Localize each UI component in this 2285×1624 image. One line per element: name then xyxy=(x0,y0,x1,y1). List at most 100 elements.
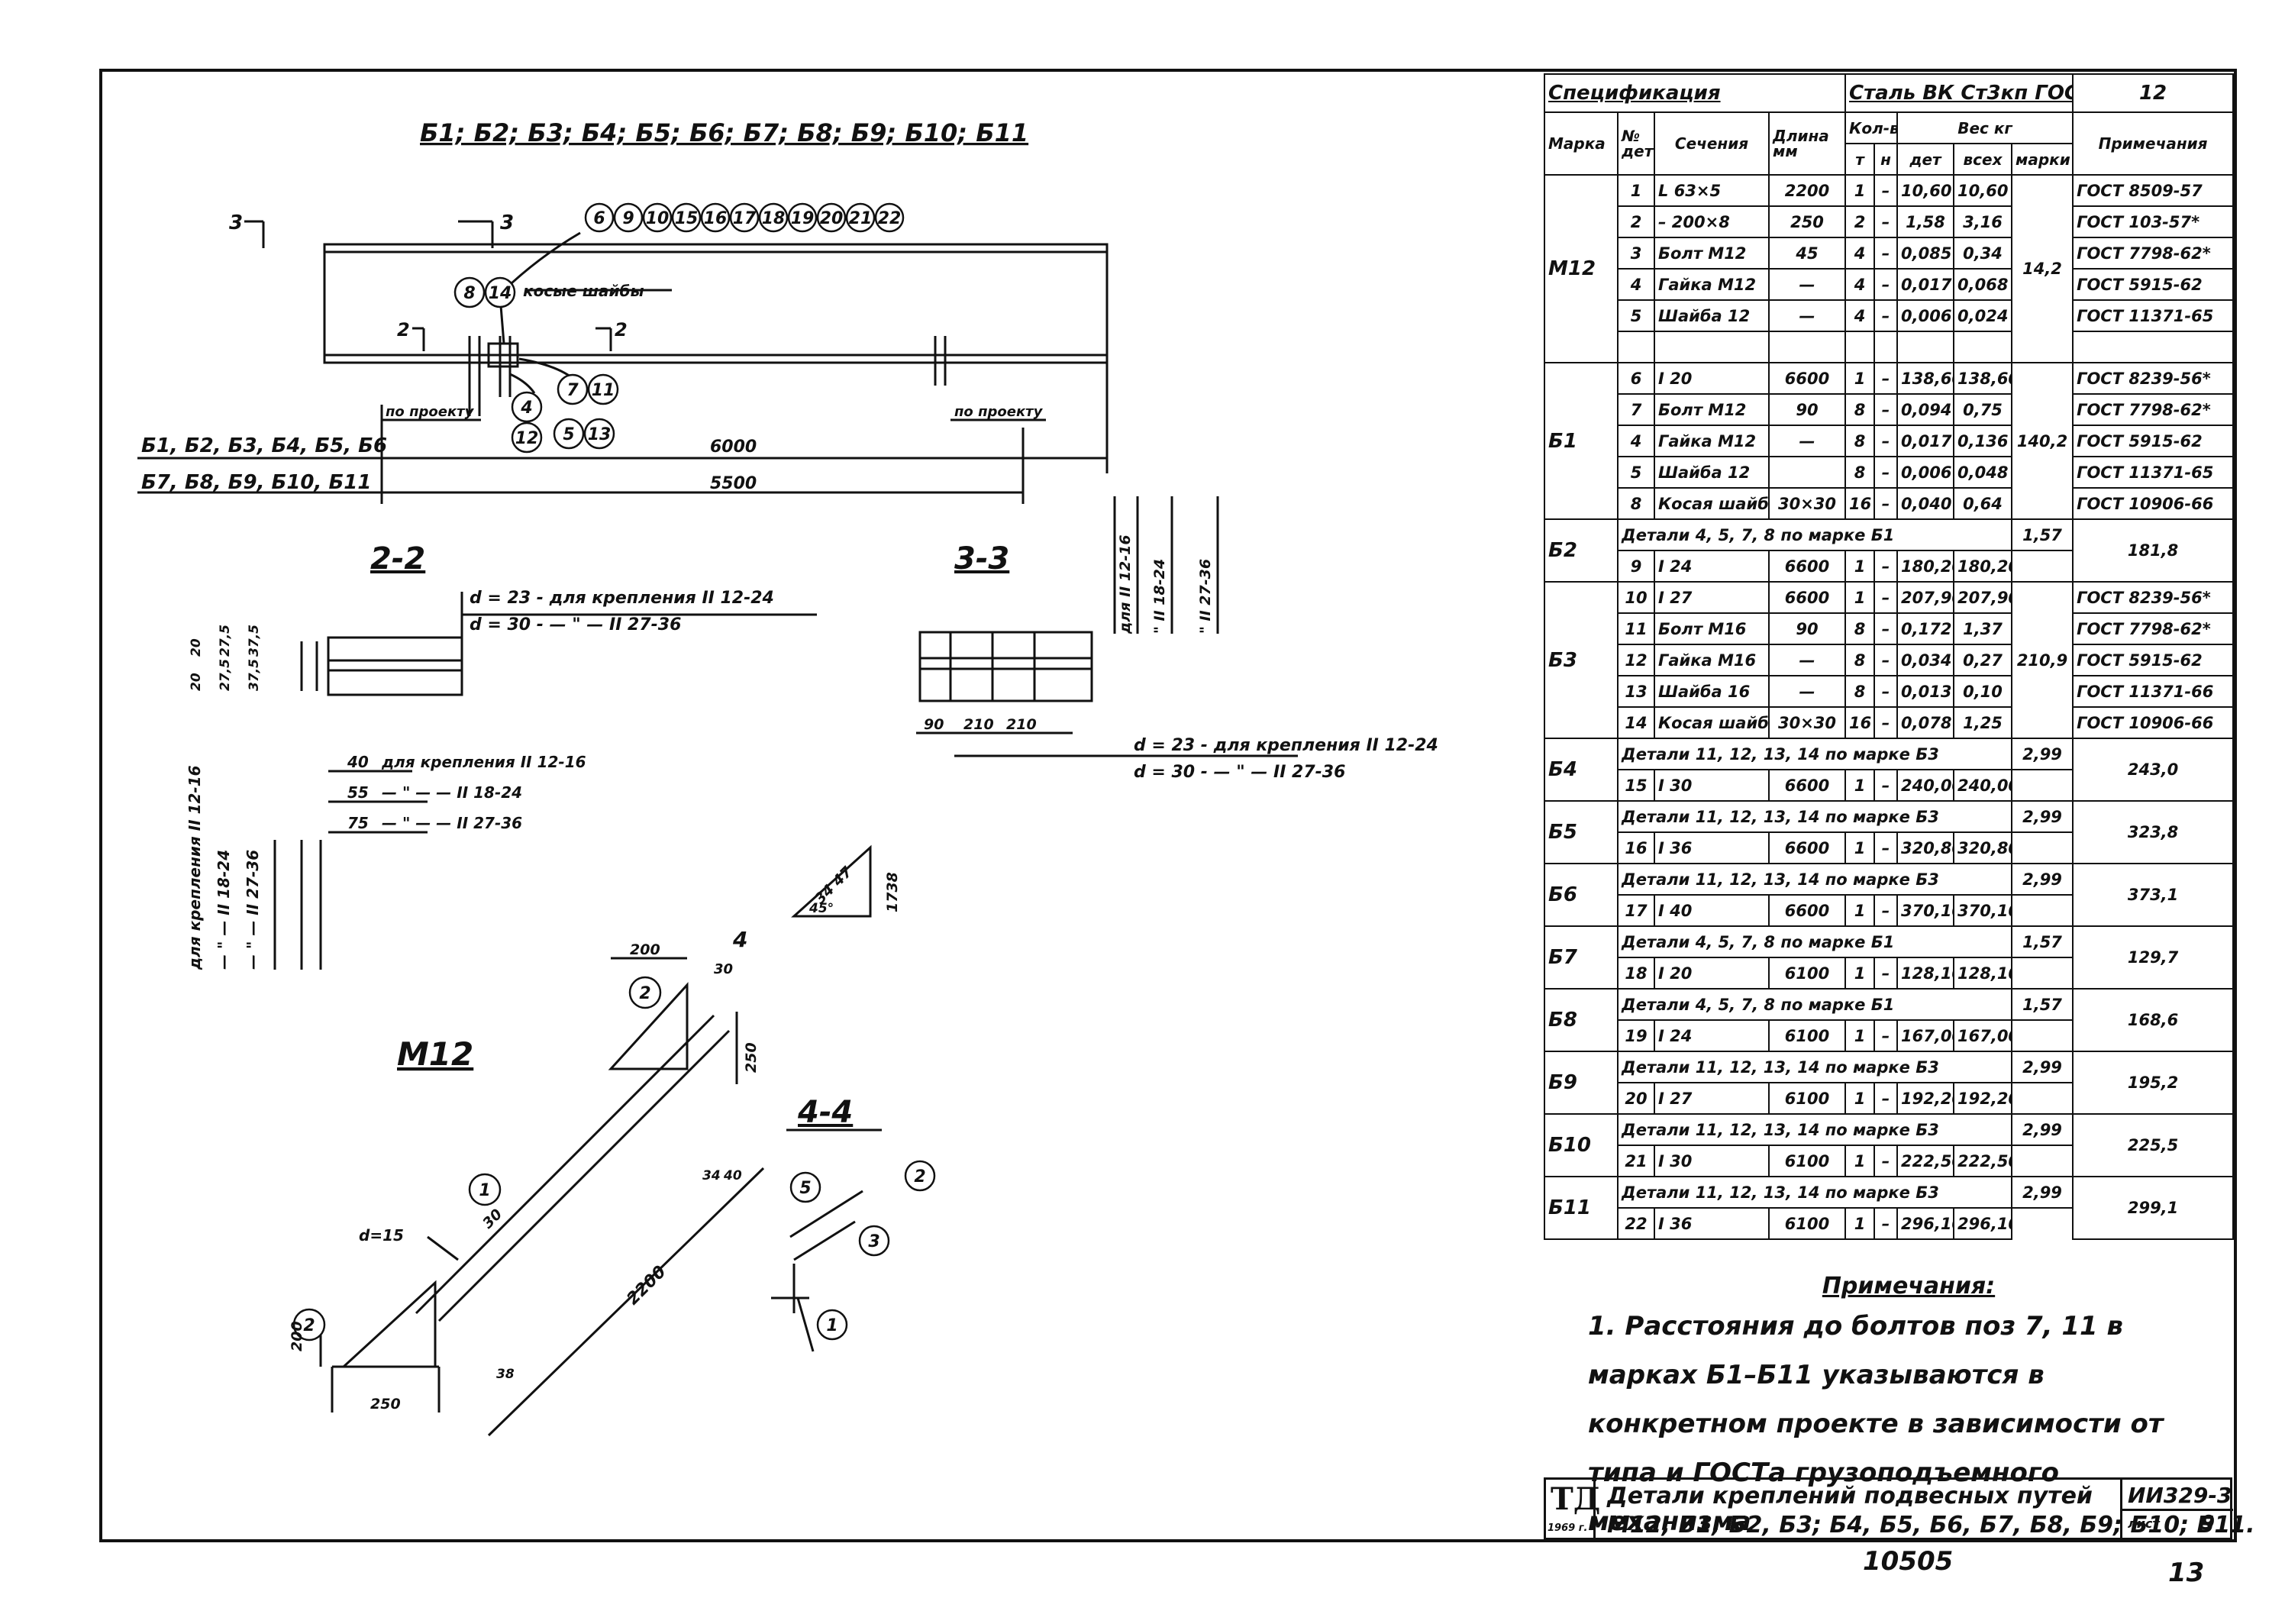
spec-qty-n: – xyxy=(1874,612,1898,645)
s22-vdim-5: 37,5 xyxy=(247,659,262,691)
spec-length xyxy=(1768,331,1846,363)
spec-length: 6600 xyxy=(1768,581,1846,614)
spec-section: L 63×5 xyxy=(1654,174,1770,207)
spec-section: Шайба 12 xyxy=(1654,299,1770,332)
spec-weight-det: 0,006 xyxy=(1896,456,1954,489)
spec-weight-det: 0,013 xyxy=(1896,675,1954,708)
spec-weight-all: 128,10 xyxy=(1953,957,2012,990)
spec-weight-all: 0,068 xyxy=(1953,268,2012,301)
spec-qty-t: 16 xyxy=(1844,706,1875,739)
m12-dim-250b: 250 xyxy=(370,1396,401,1413)
row1-label: Б1, Б2, Б3, Б4, Б5, Б6 xyxy=(141,434,387,457)
spec-weight-det: 167,00 xyxy=(1896,1019,1954,1052)
spec-weight-all: 0,136 xyxy=(1953,425,2012,457)
spec-no: 4 xyxy=(1617,268,1655,301)
spec-length: 6600 xyxy=(1768,550,1846,583)
spec-detail-text: Детали 11, 12, 13, 14 по марке Б3 xyxy=(1617,1176,2012,1209)
s33-dim-210b: 210 xyxy=(1006,716,1037,733)
spec-section: Косая шайба xyxy=(1654,706,1770,739)
spec-mark-weight: 225,5 xyxy=(2072,1113,2235,1177)
s33-vert-2: " II 18-24 xyxy=(1151,559,1168,634)
spec-marka: Б5 xyxy=(1544,800,1619,864)
bubble-22: 22 xyxy=(878,209,902,228)
spec-weight-det: 0,034 xyxy=(1896,644,1954,676)
m12-dim-40: 40 xyxy=(723,1168,742,1183)
spec-weight-det: 207,90 xyxy=(1896,581,1954,614)
spec-section: I 40 xyxy=(1654,894,1770,927)
bubble-10: 10 xyxy=(646,209,670,228)
spec-qty-t: 2 xyxy=(1844,205,1875,238)
drawing-frame xyxy=(99,69,2237,1542)
spec-detail-weight: 1,57 xyxy=(2010,988,2074,1021)
bubble-14: 14 xyxy=(489,284,512,303)
bubble-12: 12 xyxy=(515,429,539,448)
spec-no: 11 xyxy=(1617,612,1655,645)
spec-header-row-1: Марка № дет Сечения Длина мм Кол-во Вес … xyxy=(1544,111,2235,176)
spec-qty-n: – xyxy=(1874,769,1898,802)
spec-qty-t: 8 xyxy=(1844,675,1875,708)
spec-length: 6100 xyxy=(1768,957,1846,990)
spec-qty-n: – xyxy=(1874,1019,1898,1052)
spec-weight-all: 207,90 xyxy=(1953,581,2012,614)
m12-dim-1738: 1738 xyxy=(884,872,901,912)
spec-qty-t: 4 xyxy=(1844,268,1875,301)
m12-dim-34: 34 xyxy=(702,1168,721,1183)
spec-weight-all: 0,10 xyxy=(1953,675,2012,708)
spec-qty-t: 1 xyxy=(1844,1145,1875,1177)
m12-dim-250: 250 xyxy=(743,1042,760,1073)
bubble-19: 19 xyxy=(791,209,815,228)
spec-mark-weight: 210,9 xyxy=(2010,581,2074,739)
spec-weight-all: 10,60 xyxy=(1953,174,2012,207)
spec-qty-t: 1 xyxy=(1844,957,1875,990)
hdr-vseh: всех xyxy=(1953,143,2012,176)
section-m12-title: M12 xyxy=(397,1035,473,1073)
hdr-sechenie: Сечения xyxy=(1654,111,1770,176)
spec-qty-n: – xyxy=(1874,456,1898,489)
spec-weight-all: 0,024 xyxy=(1953,299,2012,332)
bubble-17: 17 xyxy=(733,209,757,228)
m12-dim-200: 200 xyxy=(630,941,660,958)
spec-no: 2 xyxy=(1617,205,1655,238)
spec-mark-weight: 243,0 xyxy=(2072,738,2235,802)
cut-3-left: 3 xyxy=(229,211,243,234)
spec-weight-all: 0,75 xyxy=(1953,393,2012,426)
spec-weight-det: 0,017 xyxy=(1896,268,1954,301)
spec-section: I 20 xyxy=(1654,957,1770,990)
spec-weight-all: 240,00 xyxy=(1953,769,2012,802)
spec-detail-text: Детали 11, 12, 13, 14 по марке Б3 xyxy=(1617,1051,2012,1083)
s44-bubble-3: 3 xyxy=(868,1232,879,1251)
bubble-20: 20 xyxy=(820,209,844,228)
spec-length: 6600 xyxy=(1768,362,1846,395)
spec-qty-n: – xyxy=(1874,174,1898,207)
spec-section: Гайка M12 xyxy=(1654,425,1770,457)
spec-qty-n: – xyxy=(1874,675,1898,708)
spec-weight-det xyxy=(1896,331,1954,363)
spec-weight-det: 370,10 xyxy=(1896,894,1954,927)
spec-no: 4 xyxy=(1617,425,1655,457)
spec-section: Гайка M12 xyxy=(1654,268,1770,301)
title-block: ТД 1969 г. Детали креплений подвесных пу… xyxy=(1544,1477,2255,1540)
s44-bubble-5: 5 xyxy=(799,1179,811,1198)
spec-no: 16 xyxy=(1617,831,1655,864)
spec-weight-all: 138,60 xyxy=(1953,362,2012,395)
spec-length: 90 xyxy=(1768,612,1846,645)
spec-qty-n: – xyxy=(1874,299,1898,332)
spec-weight-det: 0,040 xyxy=(1896,487,1954,520)
spec-no: 9 xyxy=(1617,550,1655,583)
spec-qty-n: – xyxy=(1874,957,1898,990)
spec-section: Гайка M16 xyxy=(1654,644,1770,676)
m12-bubble-2a: 2 xyxy=(639,984,650,1003)
spec-no: 21 xyxy=(1617,1145,1655,1177)
m12-dim-38: 38 xyxy=(496,1367,515,1382)
spec-section: I 27 xyxy=(1654,1082,1770,1115)
spec-note: ГОСТ 10906-66 xyxy=(2072,706,2235,739)
spec-qty-n: – xyxy=(1874,550,1898,583)
spec-no: 17 xyxy=(1617,894,1655,927)
